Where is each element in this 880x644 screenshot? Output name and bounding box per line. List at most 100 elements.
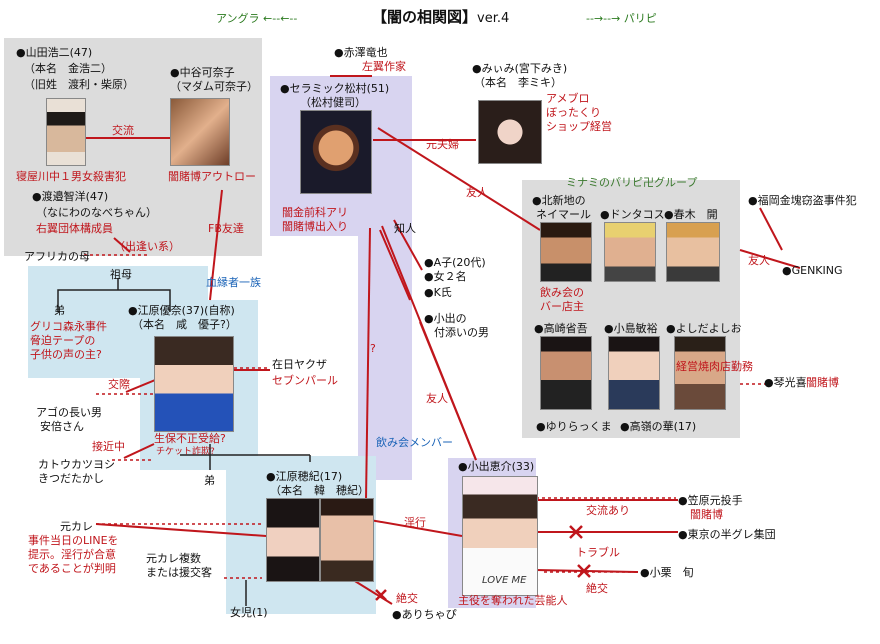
relation-kouryuu-ari: 交流あり (586, 504, 630, 517)
brother-desc2: 脅迫テープの (30, 334, 96, 347)
header-right-label: --→--→ パリピ (586, 12, 657, 25)
takamine: ●高嶺の華(17) (620, 420, 697, 433)
photo-honoka-1 (266, 498, 320, 582)
nakatani-alias: （マダム可奈子） (170, 80, 258, 93)
photo-kojima (608, 336, 660, 410)
yoshida-desc: 経営焼肉店勤務 (676, 360, 753, 373)
ex-name: 元カレ (60, 520, 93, 533)
relation-zekkou1: 絶交 (396, 592, 418, 605)
photo-yamada (46, 98, 86, 166)
title-version: ver.4 (477, 11, 510, 26)
kojima-name: ●小島敏裕 (604, 322, 658, 335)
arichabi: ●ありちゃぴ (392, 608, 457, 621)
title-text: 【闇の相関図】 (372, 8, 478, 26)
grandmother: 祖母 (110, 268, 132, 281)
photo-koide (462, 476, 538, 596)
nakatani-name: ●中谷可奈子 (170, 66, 235, 79)
matsumura-name: ●セラミック松村(51) (280, 82, 390, 95)
yamada-old: （旧姓 渡利・柴原） (24, 78, 134, 91)
relation-kousai: 交際 (108, 378, 130, 391)
photo-honoka-2 (320, 498, 374, 582)
koide-name: ●小出恵介(33) (458, 460, 535, 473)
honoka-name: ●江原穂紀(17) (266, 470, 343, 483)
watase-desc: 右翼団体構成員 (36, 222, 113, 235)
watase-alias: （なにわのなべちゃん） (36, 206, 157, 219)
neymar-name2: ネイマール (536, 208, 591, 221)
kasahara-desc: 闇賭博 (690, 508, 723, 521)
relation-question: ? (370, 342, 376, 355)
relation-ketsuen: 血縁者一族 (206, 276, 261, 289)
group-title: ミナミのパリピ卍グループ (566, 176, 698, 189)
relation-trouble: トラブル (576, 546, 620, 559)
kasahara-name: ●笠原元投手 (678, 494, 743, 507)
relation-sekkinchuu: 接近中 (92, 440, 125, 453)
miimi-desc2: ぼったくり (546, 106, 601, 119)
tokyo-group: ●東京の半グレ集団 (678, 528, 776, 541)
relation-fb: FB友達 (208, 222, 244, 235)
dontacos-name: ●ドンタコス (600, 208, 665, 221)
ex-multi-name2: または援交客 (146, 566, 212, 579)
matsumura-desc1: 闇金前科アリ (282, 206, 348, 219)
miimi-desc1: アメブロ (546, 92, 590, 105)
ex-desc3: であることが判明 (28, 562, 116, 575)
relation-kouryuu: 交流 (112, 124, 134, 137)
relation-chijin: 知人 (394, 222, 416, 235)
yuna-name: ●江原優奈(37)(自称) (128, 304, 235, 317)
relation-yuujin3: 友人 (748, 254, 770, 267)
relation-yuujin2: 友人 (426, 392, 448, 405)
photo-koide-shirt-text: LOVE ME (482, 575, 527, 586)
photo-matsumura (300, 110, 372, 194)
yamada-name: ●山田浩二(47) (16, 46, 93, 59)
relation-motofuufu: 元夫婦 (426, 138, 459, 151)
photo-miimi (478, 100, 542, 164)
oguri-name: ●小栗 旬 (640, 566, 694, 579)
miimi-desc3: ショップ経営 (546, 120, 612, 133)
ex-desc2: 提示。淫行が合意 (28, 548, 116, 561)
akazawa-name: ●赤澤竜也 (334, 46, 388, 59)
daughter: 女児(1) (230, 606, 268, 619)
katsu-name2: きつだたかし (38, 472, 104, 485)
takasaki-name: ●高崎省吾 (534, 322, 588, 335)
photo-neymar (540, 222, 592, 282)
fukuoka-name: ●福岡金塊窃盗事件犯 (748, 194, 857, 207)
photo-takasaki (540, 336, 592, 410)
yoshida-name: ●よしだよしお (666, 322, 742, 335)
brother-desc1: グリコ森永事件 (30, 320, 107, 333)
brother-name: 弟 (54, 304, 65, 317)
yuna-real: （本名 咸 優子?） (132, 318, 237, 331)
relation-deai: （出逢い系） (114, 240, 180, 253)
yamada-desc: 寝屋川中１男女殺害犯 (16, 170, 126, 183)
two-women: ●女２名 (424, 270, 467, 283)
zainichi-desc: セブンパール (272, 374, 338, 387)
ex-desc1: 事件当日のLINEを (28, 534, 119, 547)
miimi-real: （本名 李ミキ） (474, 76, 562, 89)
genking-name: ●GENKING (782, 264, 843, 277)
zainichi-name: 在日ヤクザ (272, 358, 327, 371)
neymar-name1: ●北新地の (532, 194, 586, 207)
akazawa-desc: 左翼作家 (362, 60, 406, 73)
abe-name1: アゴの長い男 (36, 406, 102, 419)
a-ko: ●A子(20代) (424, 256, 486, 269)
kotomitsu-name: ●琴光喜 (764, 376, 807, 389)
photo-yoshida (674, 336, 726, 410)
nakatani-desc: 闇賭博アウトロー (168, 170, 256, 183)
katsu-name1: カトウカツヨシ (38, 458, 115, 471)
koide-partner-name1: ●小出の (424, 312, 467, 325)
haruki-name: ●春木 開 (664, 208, 718, 221)
page-title: 【闇の相関図】ver.4 (372, 8, 509, 28)
relation-inkou: 淫行 (404, 516, 426, 529)
relation-zekkou2: 絶交 (586, 582, 608, 595)
header-left-label: アングラ ←--←-- (216, 12, 298, 25)
neymar-desc1: 飲み会の (540, 286, 584, 299)
yuna-desc2: チケット詐欺? (156, 447, 215, 457)
koide-partner-name2: 付添いの男 (434, 326, 489, 339)
yuna-desc1: 生保不正受給? (154, 432, 226, 445)
brother-desc3: 子供の声の主? (30, 348, 102, 361)
yamada-real: （本名 金浩二） (24, 62, 112, 75)
matsumura-desc2: 闇賭博出入り (282, 220, 348, 233)
matsumura-real: （松村健司） (300, 96, 366, 109)
kotomitsu-desc: 闇賭博 (806, 376, 839, 389)
younger-brother: 弟 (204, 474, 215, 487)
photo-dontacos (604, 222, 656, 282)
